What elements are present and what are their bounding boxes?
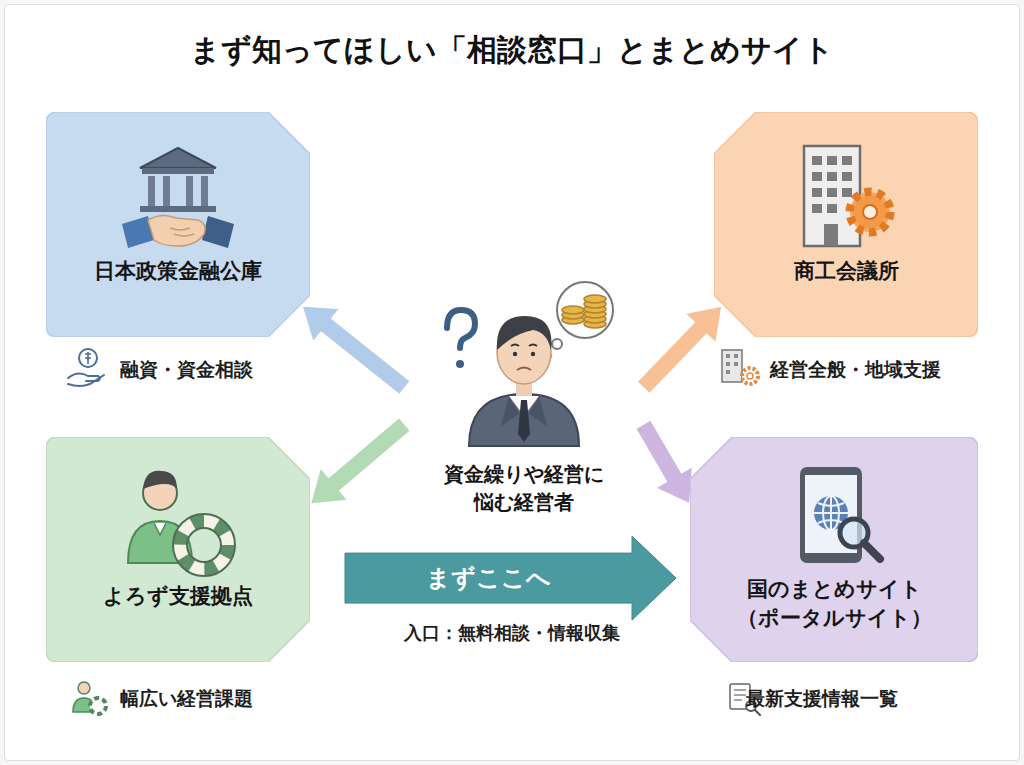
box-shape — [46, 112, 310, 337]
hand-coin-icon — [68, 349, 104, 386]
tablet-search-icon — [774, 463, 894, 579]
arrow-label: まずここへ — [422, 562, 555, 594]
service-box: よろず支援拠点幅広い経営課題 — [46, 437, 310, 662]
box-heading: 日本政策金融公庫 — [94, 257, 262, 285]
service-box: 国のまとめサイト （ポータルサイト）最新支援情報一覧 — [690, 437, 978, 662]
main-flow-arrow — [345, 536, 676, 620]
consultant-buoy-icon — [118, 463, 238, 579]
direction-arrow — [310, 417, 411, 504]
service-box: 商工会議所経営全般・地域支援 — [714, 112, 978, 337]
box-caption: 融資・資金相談 — [120, 357, 253, 383]
direction-arrow — [635, 420, 693, 505]
box-shape — [690, 437, 978, 662]
box-caption: 最新支援情報一覧 — [746, 686, 898, 712]
worried-manager-illustration — [417, 280, 631, 448]
diagram-title: まず知ってほしい「相談窓口」とまとめサイト — [0, 30, 1024, 71]
box-shape — [714, 112, 978, 337]
box-heading: 商工会議所 — [794, 257, 899, 285]
bank-handshake-icon — [118, 138, 238, 254]
box-heading: 国のまとめサイト （ポータルサイト） — [700, 575, 968, 632]
box-heading: よろず支援拠点 — [103, 582, 253, 610]
box-shape — [46, 437, 310, 662]
entry-note: 入口：無料相談・情報収集 — [404, 621, 620, 645]
box-caption: 経営全般・地域支援 — [770, 357, 941, 383]
box-caption: 幅広い経営課題 — [120, 686, 253, 712]
direction-arrow — [637, 306, 723, 395]
building-gear-icon — [786, 138, 906, 254]
direction-arrow — [302, 306, 411, 396]
manager-figure: 資金繰りや経営に 悩む経営者 — [405, 280, 643, 520]
building-gear-icon — [722, 350, 758, 384]
service-box: 日本政策金融公庫融資・資金相談 — [46, 112, 310, 337]
figure-caption: 資金繰りや経営に 悩む経営者 — [415, 460, 633, 516]
person-buoy-icon — [73, 682, 106, 714]
